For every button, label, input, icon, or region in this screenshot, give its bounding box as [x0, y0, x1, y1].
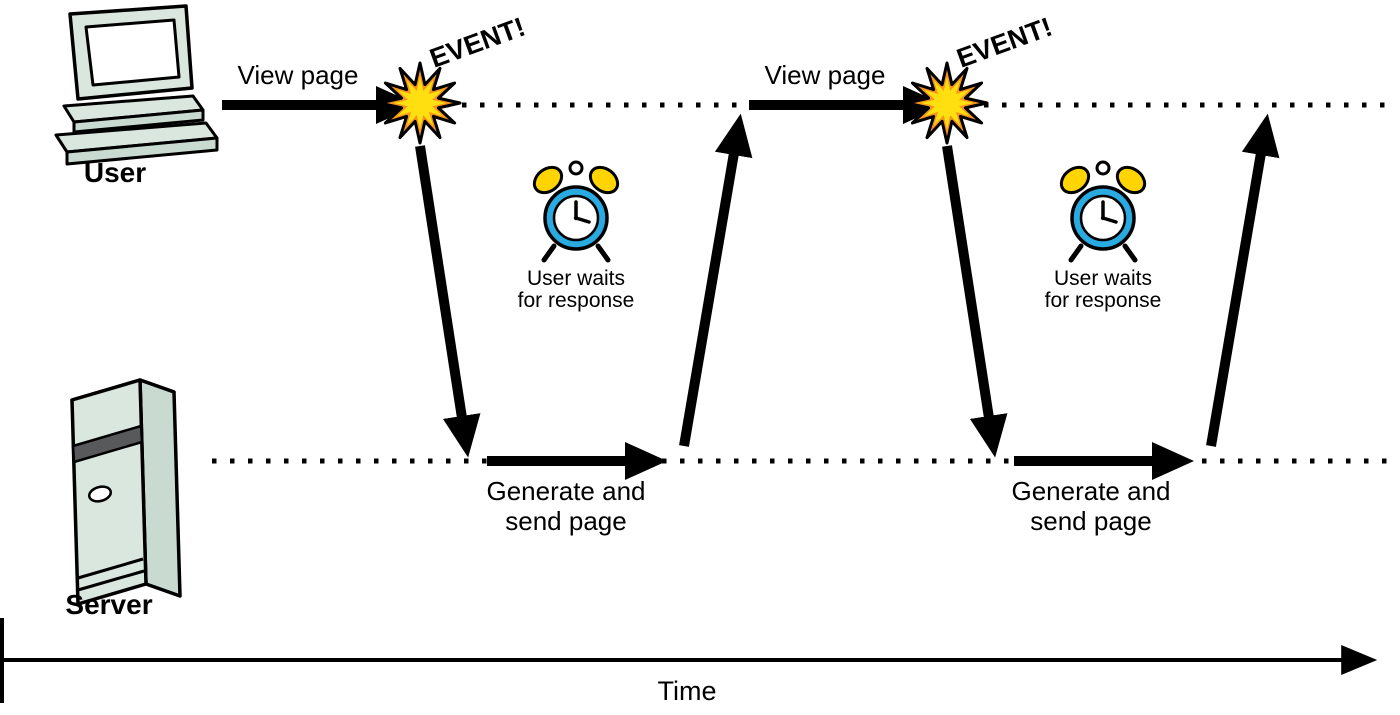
wait-label-1-line2: for response — [518, 289, 635, 312]
alarm-clock-icon-2 — [1059, 160, 1147, 263]
clock-bell-left — [1059, 165, 1091, 195]
server-tower-illustration — [70, 378, 182, 606]
desktop-case-front — [72, 108, 205, 134]
alarm-clock-icon-1 — [532, 160, 620, 263]
tower-vent-line-1 — [77, 557, 144, 580]
server-label: Server — [65, 589, 152, 620]
view-page-label-2: View page — [765, 60, 886, 90]
event-starburst-1 — [378, 61, 462, 145]
response-arrow-1 — [679, 113, 753, 447]
view-page-label-1: View page — [238, 60, 359, 90]
clock-leg-right — [595, 243, 611, 263]
keyboard-front — [65, 136, 219, 166]
tower-drive-bay — [71, 424, 144, 464]
clock-minute-hand — [1101, 216, 1118, 224]
time-label: Time — [658, 676, 717, 706]
clock-leg-left — [1068, 243, 1084, 263]
wait-label-2-line1: User waits — [1054, 267, 1152, 290]
clock-bell-right — [588, 165, 620, 195]
response-arrow-2 — [1206, 113, 1280, 447]
generate-label-2-line1: Generate and — [1011, 476, 1170, 506]
user-label: User — [84, 157, 146, 188]
generate-label-2-line2: send page — [1030, 506, 1151, 536]
starburst-inner — [920, 76, 974, 130]
clock-leg-left — [541, 243, 557, 263]
clock-leg-right — [1122, 243, 1138, 263]
request-arrow-1 — [415, 145, 481, 458]
event-starburst-2 — [905, 61, 989, 145]
clock-bell-right — [1115, 165, 1147, 195]
wait-label-2-line2: for response — [1045, 289, 1162, 312]
wait-label-1-line1: User waits — [527, 267, 625, 290]
clock-center-dot — [573, 215, 579, 221]
starburst-inner — [393, 76, 447, 130]
generate-label-1-line1: Generate and — [486, 476, 645, 506]
user-computer-illustration — [54, 4, 219, 166]
clock-top-knob — [568, 160, 584, 176]
clock-center-dot — [1100, 215, 1106, 221]
clock-bell-left — [532, 165, 564, 195]
generate-label-1-line2: send page — [505, 506, 626, 536]
event-label-2: EVENT! — [953, 12, 1056, 74]
tower-vent-line-2 — [77, 569, 145, 592]
clock-top-knob — [1095, 160, 1111, 176]
monitor-screen — [84, 18, 181, 87]
clock-minute-hand — [574, 216, 591, 224]
request-arrow-2 — [942, 145, 1008, 458]
event-label-1: EVENT! — [426, 12, 529, 74]
tower-power-button — [87, 485, 113, 503]
